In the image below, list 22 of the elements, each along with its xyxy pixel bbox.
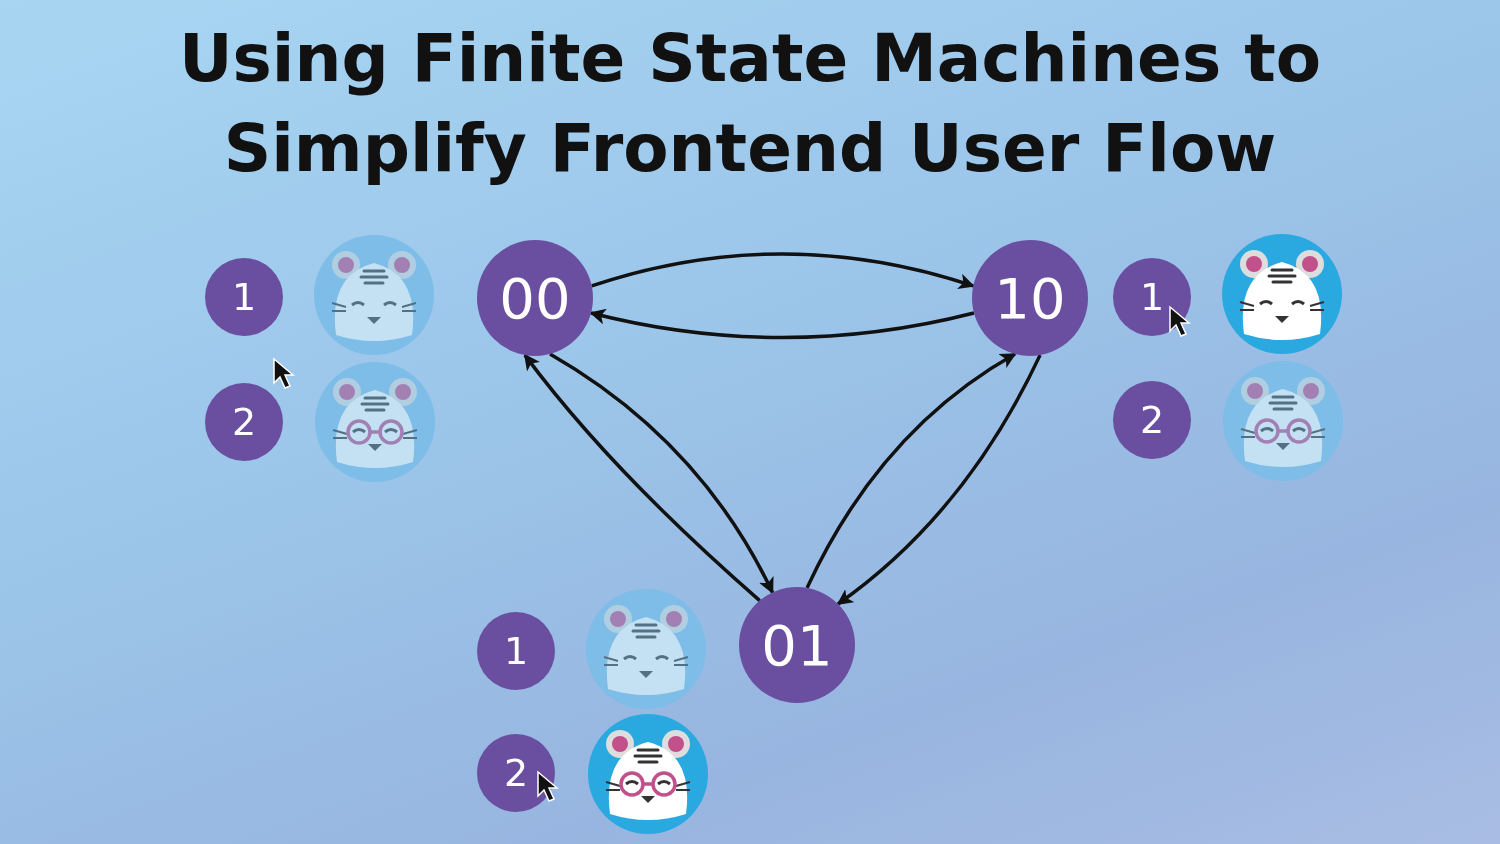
- state-label: 10: [994, 265, 1066, 331]
- option-number: 1: [1139, 275, 1165, 319]
- animal-face-picture: [1223, 361, 1343, 481]
- animal-face-picture: [314, 235, 434, 355]
- transition-arrow: [549, 352, 775, 594]
- option-number: 1: [231, 275, 257, 319]
- transition-arrow: [591, 252, 975, 290]
- animal-face-picture: [315, 362, 435, 482]
- option-number: 1: [503, 629, 529, 673]
- option-number: 2: [503, 751, 529, 795]
- transition-arrow: [589, 308, 975, 340]
- option-number: 2: [1139, 398, 1165, 442]
- animal-face-picture: [1222, 234, 1342, 354]
- animal-face-picture: [588, 714, 708, 834]
- state-label: 00: [499, 265, 571, 331]
- transition-arrow: [523, 353, 761, 602]
- transition-arrow: [836, 354, 1042, 606]
- option-number: 2: [231, 400, 257, 444]
- animal-face-picture: [586, 589, 706, 709]
- title: Using Finite State Machines to Simplify Frontend User Flow: [177, 19, 1323, 189]
- transition-arrow: [805, 352, 1017, 589]
- state-label: 01: [761, 612, 833, 678]
